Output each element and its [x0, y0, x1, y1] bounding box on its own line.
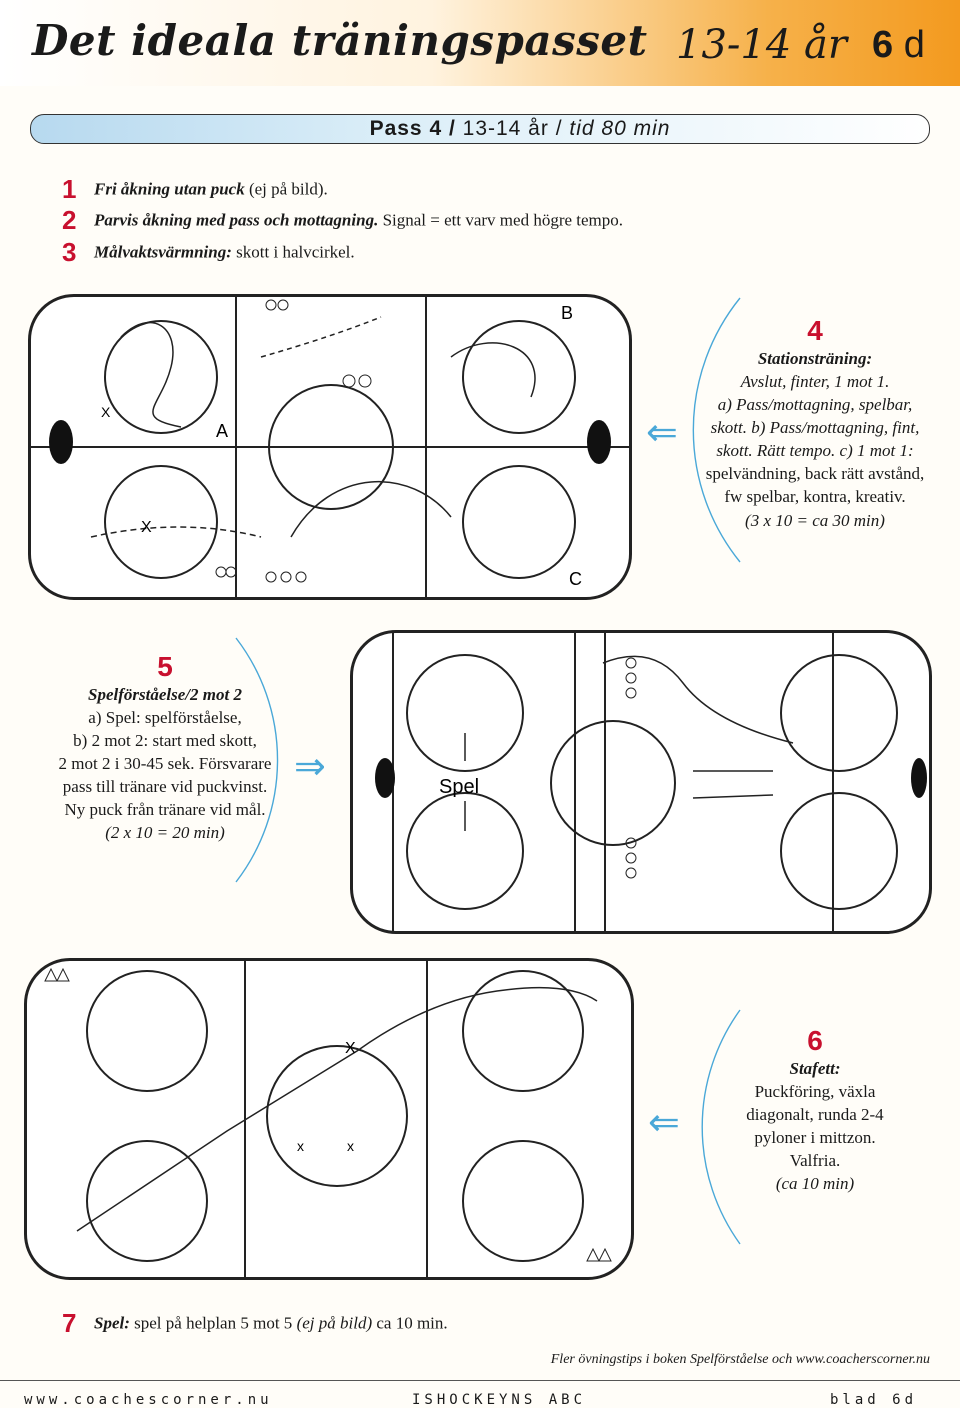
- station-line: b) 2 mot 2: start med skott,: [73, 731, 257, 751]
- station-line: a) Spel: spelförståelse,: [88, 707, 242, 727]
- rink-drawing: Spel: [375, 633, 927, 931]
- station-4-arc: [692, 297, 741, 563]
- sheet-number-letter: d: [903, 24, 925, 66]
- pass-banner: Pass 4 / 13-14 år / tid 80 min: [30, 114, 930, 144]
- page-title: Det ideala träningspasset: [32, 16, 648, 65]
- exercise-bold: Fri åkning utan puck: [94, 179, 245, 199]
- rink-label-c: C: [569, 569, 582, 589]
- sheet-number: 6 d: [872, 24, 925, 67]
- exercise-number: 2: [62, 205, 77, 235]
- station-title: Stationsträning:: [757, 348, 873, 368]
- left-arrow-icon: ⇐: [648, 1100, 680, 1144]
- station-line: 2 mot 2 i 30-45 sek. Försvarare: [58, 754, 272, 774]
- exercise-bold: Parvis åkning med pass och mottagning.: [94, 210, 379, 230]
- svg-text:X: X: [101, 404, 111, 420]
- exercise-number: 3: [62, 237, 77, 267]
- rink-label-b: B: [561, 303, 573, 323]
- station-line: diagonalt, runda 2-4: [746, 1105, 884, 1125]
- pass-age: 13-14 år /: [462, 117, 563, 140]
- footer-sheet: blad 6d: [830, 1392, 918, 1408]
- exercise-bold: Målvaktsvärmning:: [94, 242, 232, 262]
- exercise-item-1: 1 Fri åkning utan puck (ej på bild).: [62, 174, 328, 205]
- station-line: Avslut, finter, 1 mot 1.: [740, 371, 890, 391]
- station-5-text: 5 Spelförståelse/2 mot 2 a) Spel: spelfö…: [40, 651, 290, 845]
- pass-banner-text: Pass 4 / 13-14 år / tid 80 min: [31, 117, 929, 141]
- station-number: 4: [807, 315, 823, 346]
- exercise-number: 7: [62, 1308, 77, 1338]
- exercise-bold: Spel:: [94, 1313, 130, 1333]
- station-line: fw spelbar, kontra, kreativ.: [724, 487, 906, 507]
- station-6-text: 6 Stafett: Puckföring, växla diagonalt, …: [700, 1025, 930, 1195]
- station-6-arc: [701, 1009, 741, 1245]
- station-time: (3 x 10 = ca 30 min): [745, 510, 885, 530]
- exercise-text: (ej på bild).: [244, 179, 328, 199]
- footer-divider: [0, 1380, 960, 1381]
- page-header: Det ideala träningspasset 13-14 år 6 d: [0, 0, 960, 86]
- station-number: 5: [157, 651, 173, 682]
- station-line: Valfria.: [789, 1151, 841, 1171]
- station-line: pass till tränare vid puckvinst.: [62, 777, 268, 797]
- footer-website: www.coachescorner.nu: [24, 1392, 273, 1408]
- rink-drawing: A B C X X: [31, 297, 629, 597]
- rink-diagram-station-6: X x x: [24, 958, 634, 1280]
- svg-text:X: X: [141, 519, 152, 536]
- station-title: Spelförståelse/2 mot 2: [88, 684, 242, 704]
- right-arrow-icon: ⇒: [294, 744, 326, 788]
- station-number: 6: [807, 1025, 823, 1056]
- station-line: skott. Rätt tempo. c) 1 mot 1:: [716, 441, 914, 461]
- rink-diagram-station-5: Spel: [350, 630, 932, 934]
- station-line: Puckföring, växla: [754, 1081, 876, 1101]
- rink-diagram-station-4: A B C X X: [28, 294, 632, 600]
- station-line: skott. b) Pass/mottagning, fint,: [710, 418, 920, 438]
- rink-drawing: X x x: [44, 961, 612, 1277]
- footer-series: ISHOCKEYNS ABC: [412, 1392, 587, 1408]
- sheet-number-digit: 6: [872, 24, 894, 66]
- left-arrow-icon: ⇐: [646, 410, 678, 454]
- station-title: Stafett:: [789, 1058, 841, 1078]
- station-4-text: 4 Stationsträning: Avslut, finter, 1 mot…: [690, 315, 940, 532]
- station-line: a) Pass/mottagning, spelbar,: [717, 395, 913, 415]
- exercise-item-7: 7 Spel: spel på helplan 5 mot 5 (ej på bi…: [62, 1308, 448, 1339]
- exercise-tail: ca 10 min.: [372, 1313, 448, 1333]
- age-group: 13-14 år: [676, 22, 847, 68]
- exercise-text: Signal = ett varv med högre tempo.: [378, 210, 624, 230]
- svg-text:x: x: [347, 1138, 354, 1154]
- rink-label-spel: Spel: [439, 776, 479, 798]
- station-line: Ny puck från tränare vid mål.: [64, 800, 266, 820]
- exercise-text: spel på helplan 5 mot 5: [129, 1313, 297, 1333]
- station-5-arc: [235, 637, 279, 883]
- exercise-text: skott i halvcirkel.: [231, 242, 355, 262]
- exercise-italic: (ej på bild): [296, 1313, 373, 1333]
- exercise-item-3: 3 Målvaktsvärmning: skott i halvcirkel.: [62, 237, 355, 268]
- exercise-number: 1: [62, 174, 77, 204]
- svg-text:x: x: [297, 1138, 304, 1154]
- pass-time: tid 80 min: [569, 117, 671, 140]
- station-line: spelvändning, back rätt avstånd,: [705, 464, 925, 484]
- rink-label-a: A: [216, 421, 228, 441]
- station-time: (2 x 10 = 20 min): [105, 823, 225, 843]
- svg-text:X: X: [345, 1040, 356, 1057]
- station-line: pyloner i mittzon.: [754, 1128, 876, 1148]
- station-time: (ca 10 min): [775, 1174, 855, 1194]
- tips-text: Fler övningstips i boken Spelförståelse …: [550, 1352, 930, 1367]
- pass-number: Pass 4 /: [369, 117, 456, 140]
